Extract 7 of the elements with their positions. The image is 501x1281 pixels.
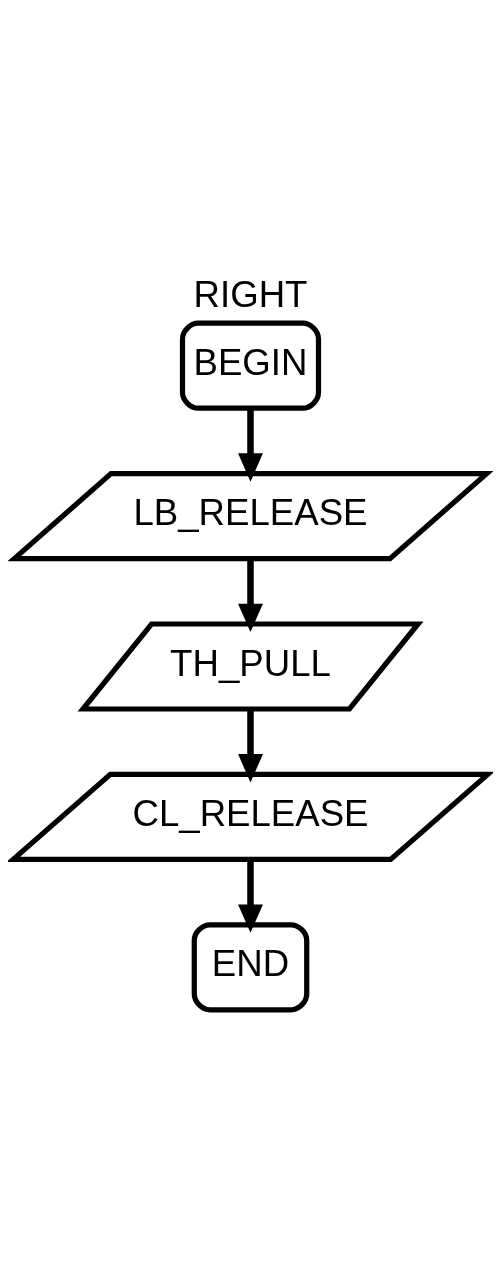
node-box: BEGIN xyxy=(179,320,322,411)
diagram-title: RIGHT xyxy=(193,273,308,315)
arrow xyxy=(238,408,263,482)
node-box: END xyxy=(191,921,310,1012)
arrow xyxy=(238,859,263,933)
arrow xyxy=(238,708,263,782)
arrow xyxy=(238,558,263,632)
